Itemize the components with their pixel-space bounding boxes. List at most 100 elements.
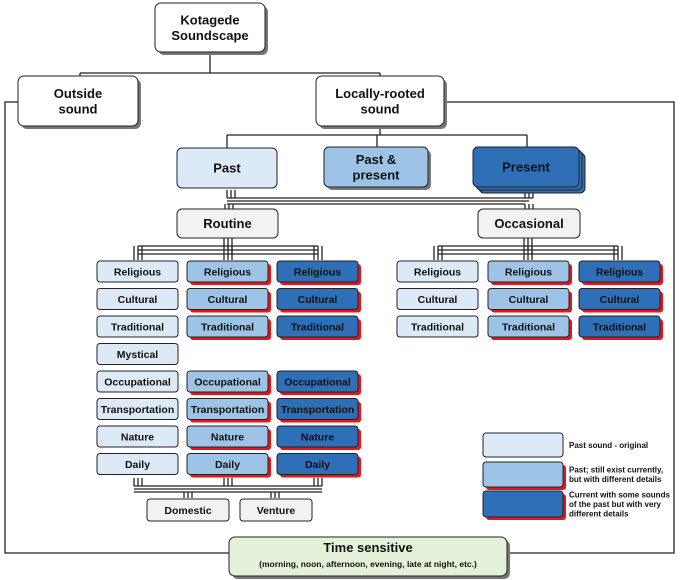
diagram-nodes: KotagedeSoundscapeOutsidesoundLocally-ro… (17, 2, 670, 579)
routine-both-item-label: Transportation (191, 404, 265, 416)
frame-line-left (4, 101, 229, 554)
period-past-present-label: present (353, 167, 401, 182)
routine-both-item-label: Religious (204, 266, 251, 278)
routine-both-item: Religious (186, 260, 271, 285)
occasional-node-label: Occasional (494, 216, 563, 231)
routine-present-item-label: Transportation (281, 404, 355, 416)
routine-node-label: Routine (203, 216, 251, 231)
routine-node: Routine (176, 208, 279, 239)
routine-past-item: Transportation (96, 398, 179, 420)
routine-past-item-label: Transportation (101, 404, 175, 416)
root-node-label: Kotagede (180, 13, 239, 28)
legend-swatch-both (482, 461, 566, 490)
time-sensitive-node: Time sensitive (morning, noon, afternoon,… (228, 536, 510, 579)
routine-present-item-label: Traditional (291, 321, 344, 333)
locally-rooted-node-label: Locally-rooted (335, 86, 425, 101)
occasional-present-item: Traditional (578, 315, 663, 340)
routine-both-item: Daily (186, 453, 271, 478)
routine-past-item: Occupational (96, 370, 179, 393)
occasional-both-item: Cultural (487, 288, 572, 313)
occasional-present-item-label: Cultural (600, 294, 640, 306)
routine-past-item: Religious (96, 260, 179, 283)
locally-rooted-node-label: sound (361, 101, 400, 116)
routine-present-item: Religious (276, 260, 361, 285)
routine-both-item: Transportation (186, 398, 271, 423)
legend-label: Past; still exist currently, (569, 466, 663, 475)
period-past-present-label: Past & (356, 152, 396, 167)
routine-present-item-label: Daily (305, 459, 330, 471)
domestic-node-label: Domestic (164, 505, 211, 517)
routine-both-item: Nature (186, 425, 271, 450)
routine-present-item: Traditional (276, 315, 361, 340)
routine-past-item: Mystical (96, 343, 179, 365)
venture-node: Venture (239, 498, 313, 522)
period-bus (227, 197, 533, 205)
occasional-past-item-label: Cultural (418, 294, 458, 306)
period-present-label: Present (502, 160, 550, 175)
legend-swatch-past (482, 432, 564, 458)
routine-present-item-label: Occupational (284, 376, 351, 388)
routine-both-item-label: Nature (211, 431, 244, 443)
routine-present-item-label: Cultural (298, 294, 338, 306)
routine-both-item: Traditional (186, 315, 271, 340)
legend-label: Past sound - original (569, 441, 648, 450)
routine-present-item: Cultural (276, 288, 361, 313)
routine-present-item: Transportation (276, 398, 361, 423)
routine-past-item: Traditional (96, 315, 179, 338)
legend-label: Current with some sounds (569, 490, 670, 499)
routine-both-item: Occupational (186, 370, 271, 395)
routine-past-item: Nature (96, 425, 179, 448)
routine-past-item-label: Mystical (117, 349, 159, 361)
occasional-past-item: Religious (396, 260, 479, 283)
legend-swatch-present (482, 490, 566, 520)
venture-node-label: Venture (257, 505, 296, 517)
legend-text: Past sound - original (569, 441, 648, 450)
occasional-both-item-label: Traditional (502, 321, 555, 333)
occasional-past-item-label: Traditional (411, 321, 464, 333)
routine-past-item-label: Traditional (111, 321, 164, 333)
occasional-past-item-label: Religious (414, 266, 461, 278)
routine-both-item-label: Daily (215, 459, 240, 471)
period-past-present: Past &present (323, 146, 431, 190)
routine-both-item: Cultural (186, 288, 271, 313)
routine-both-item-label: Traditional (201, 321, 254, 333)
occasional-both-item: Religious (487, 260, 572, 285)
domestic-node: Domestic (146, 498, 230, 522)
period-present: Present (472, 146, 586, 194)
legend-label: of the past but with very (569, 500, 662, 509)
past-to-routine (226, 190, 236, 198)
routine-present-item-label: Religious (294, 266, 341, 278)
occasional-past-item: Traditional (396, 315, 479, 338)
time-sensitive-node-label: (morning, noon, afternoon, evening, late… (259, 559, 477, 569)
occasional-both-item-label: Religious (505, 266, 552, 278)
routine-present-item-label: Nature (301, 431, 334, 443)
outside-sound-node-label: Outside (54, 86, 102, 101)
occasional-present-item-label: Religious (596, 266, 643, 278)
routine-present-item: Daily (276, 453, 361, 478)
routine-past-item-label: Occupational (104, 376, 171, 388)
period-past: Past (176, 147, 278, 189)
routine-both-item-label: Cultural (208, 294, 248, 306)
root-node-label: Soundscape (171, 28, 248, 43)
time-sensitive-node-label: Time sensitive (323, 540, 412, 555)
routine-past-item: Daily (96, 453, 179, 475)
occasional-both-item: Traditional (487, 315, 572, 340)
occasional-present-item: Religious (578, 260, 663, 285)
frame-line-right (445, 101, 675, 554)
routine-present-item: Occupational (276, 370, 361, 395)
routine-past-item-label: Daily (125, 459, 150, 471)
routine-past-item: Cultural (96, 288, 179, 310)
legend-label: different details (569, 509, 629, 518)
occasional-past-item: Cultural (396, 288, 479, 310)
occasional-present-item-label: Traditional (593, 321, 646, 333)
occasional-node: Occasional (477, 208, 581, 239)
routine-past-item-label: Nature (121, 431, 154, 443)
routine-past-item-label: Cultural (118, 294, 158, 306)
legend-label: but with different details (569, 475, 662, 484)
routine-both-item-label: Occupational (194, 376, 261, 388)
